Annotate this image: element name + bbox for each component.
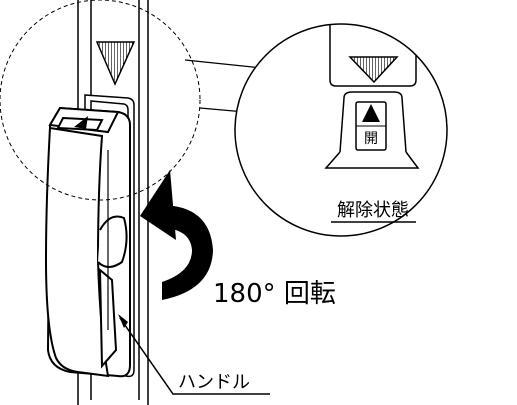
- magnified-detail: [234, 23, 448, 237]
- handle-leader: [118, 314, 270, 395]
- handle[interactable]: [44, 106, 131, 378]
- rotation-label: 180° 回転: [213, 279, 336, 309]
- magnify-source-circle: [0, 0, 201, 201]
- up-triangle-icon: [362, 104, 380, 122]
- magnified-down-triangle-icon: [348, 56, 399, 84]
- open-label: 開: [364, 131, 378, 147]
- handle-label: ハンドル: [178, 372, 250, 393]
- release-state-label: 解除状態: [337, 200, 409, 221]
- down-triangle-icon: [95, 41, 136, 86]
- rotate-arrow-icon: [140, 170, 213, 300]
